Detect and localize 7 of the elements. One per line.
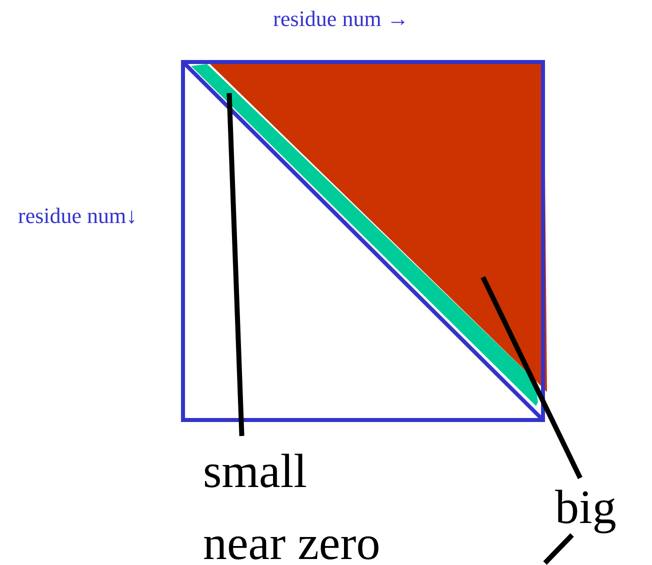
axis-label: residue num↓ xyxy=(18,202,138,230)
leader-line xyxy=(543,533,574,565)
leader-line xyxy=(226,93,244,436)
axis-label: residue num → xyxy=(272,5,410,33)
callout-text: big xyxy=(555,478,645,538)
callout-text: small near zero xyxy=(203,436,388,565)
leader-line xyxy=(480,276,582,480)
